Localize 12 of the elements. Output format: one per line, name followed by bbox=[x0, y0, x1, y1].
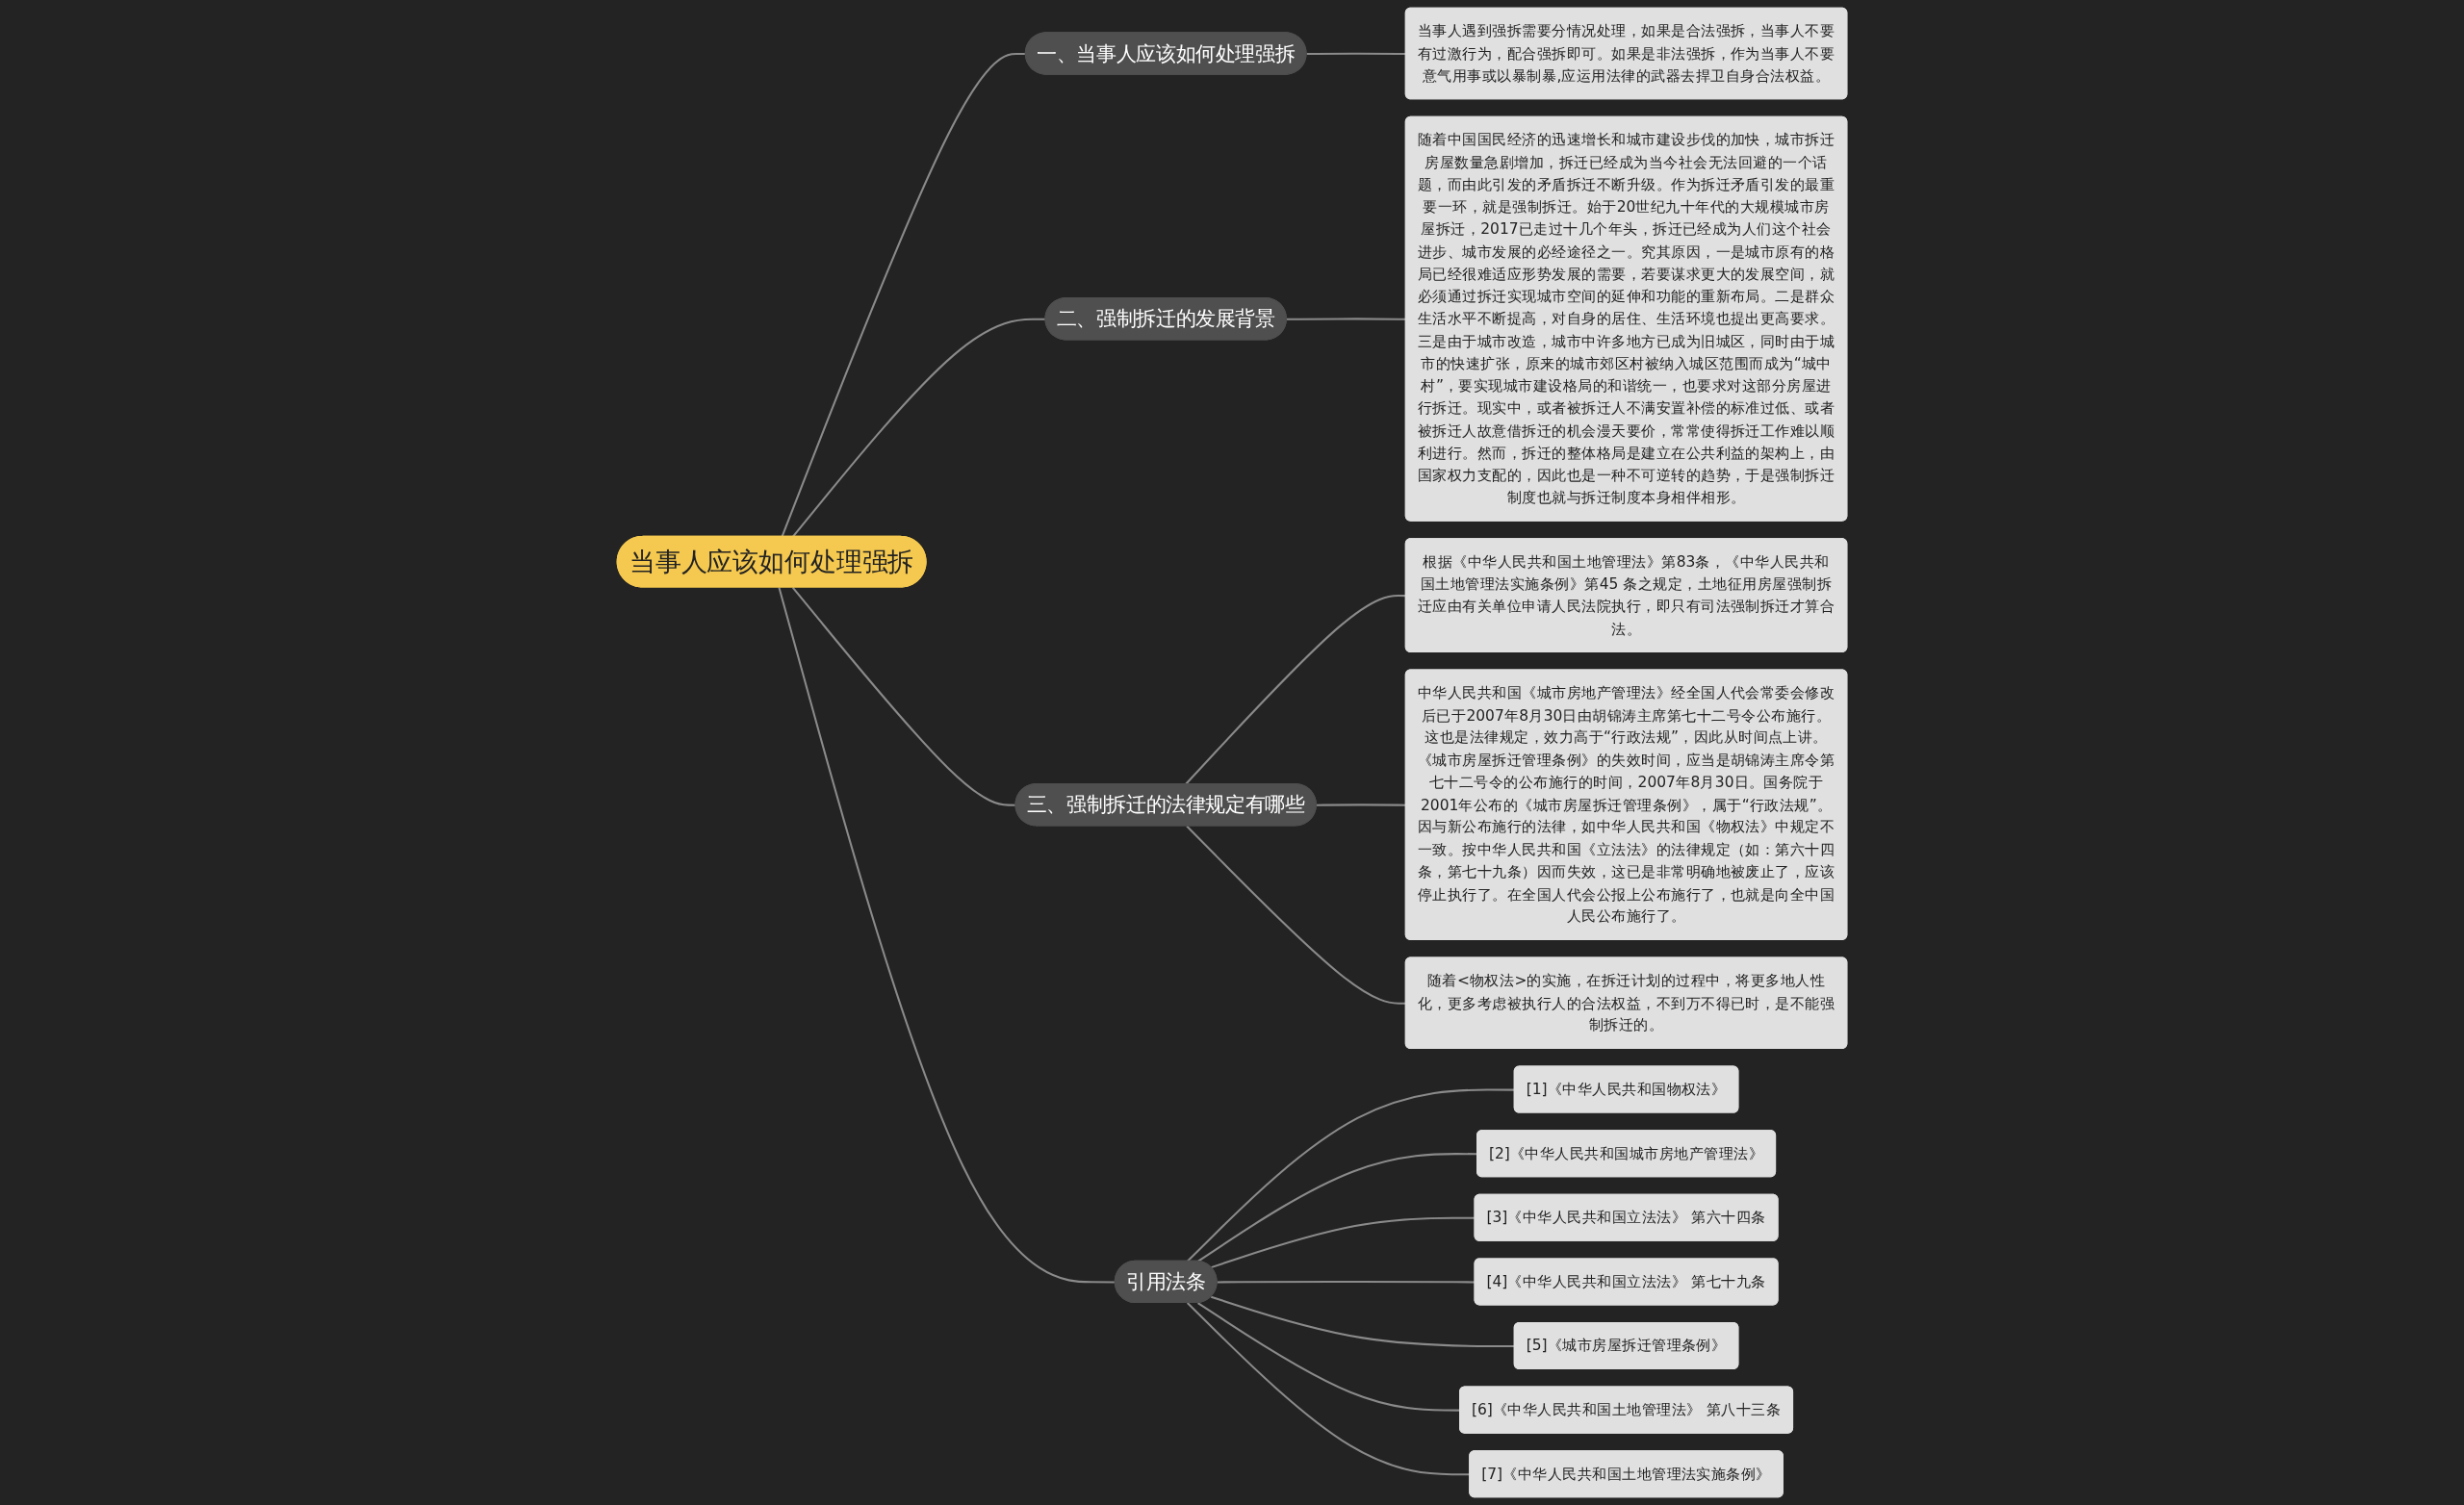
connector bbox=[1306, 52, 1406, 56]
connector bbox=[1217, 1281, 1476, 1284]
connector bbox=[1210, 1216, 1476, 1269]
connector bbox=[1316, 804, 1406, 806]
connector bbox=[778, 587, 1116, 1284]
connector bbox=[1185, 594, 1406, 785]
connector bbox=[1210, 1295, 1515, 1348]
connector bbox=[1286, 318, 1406, 320]
connector bbox=[781, 52, 1026, 538]
connector bbox=[1186, 825, 1406, 1005]
connector bbox=[791, 586, 1016, 806]
connector bbox=[1186, 1088, 1515, 1263]
